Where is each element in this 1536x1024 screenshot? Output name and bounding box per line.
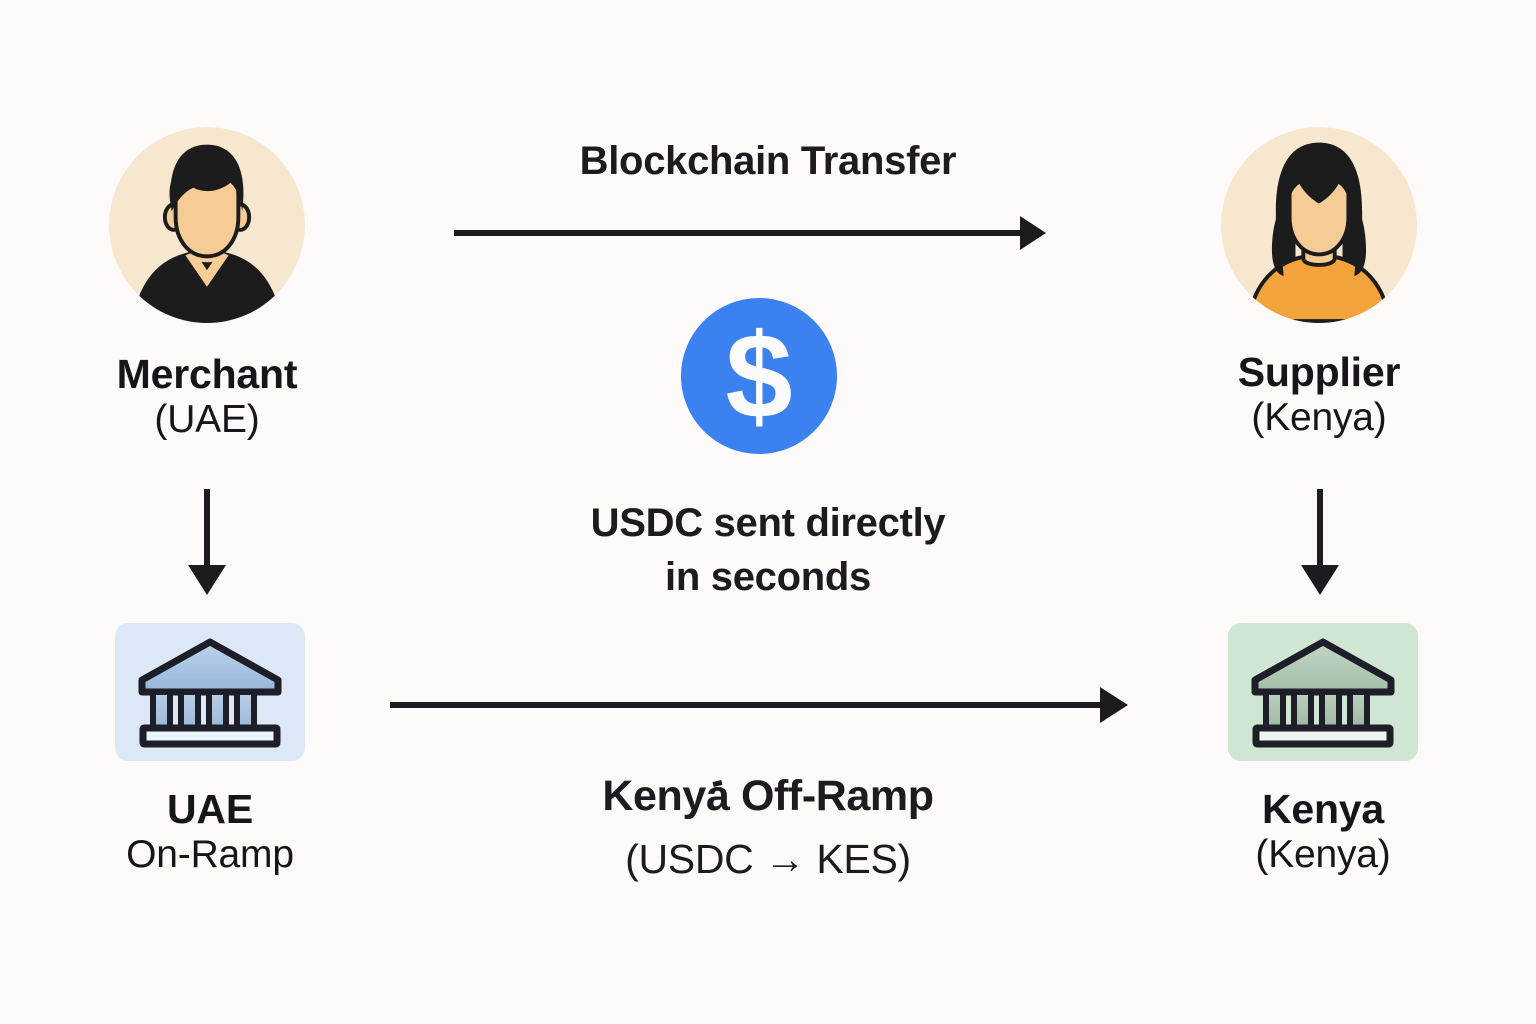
node-uae-onramp: UAE On-Ramp [115, 623, 305, 877]
uae-onramp-tile [115, 623, 305, 761]
kenya-offramp-tile [1228, 623, 1418, 761]
arrow-supplier-to-offramp [1298, 487, 1342, 599]
node-supplier: Supplier (Kenya) [1221, 127, 1417, 440]
node-kenya-offramp: Kenya (Kenya) [1228, 623, 1418, 877]
node-merchant: Merchant (UAE) [109, 127, 305, 442]
kenya-offramp-sublabel: (Kenya) [1255, 832, 1391, 876]
kenya-offramp-caption: Kenya Off-Ramp [0, 772, 1536, 822]
kenya-offramp-label-block: Kenya (Kenya) [1255, 786, 1391, 877]
usdc-to-kes-caption: (USDC → KES) [625, 836, 911, 882]
usdc-note-line2: in seconds [665, 555, 871, 599]
kenya-offramp-label: Kenya [1261, 786, 1385, 832]
merchant-sublabel: (UAE) [154, 397, 260, 441]
uae-onramp-label-block: UAE On-Ramp [126, 786, 294, 877]
kenya-offramp-caption-text: Kenya Off-Ramp [602, 772, 934, 820]
supplier-label-block: Supplier (Kenya) [1237, 349, 1401, 440]
uae-onramp-label: UAE [167, 786, 253, 832]
uae-onramp-sublabel: On-Ramp [126, 832, 294, 876]
person-female-avatar-icon [1221, 127, 1417, 323]
blockchain-transfer-label: Blockchain Transfer [579, 139, 957, 183]
dollar-coin-icon: $ [680, 297, 838, 455]
dollar-symbol: $ [726, 309, 793, 444]
supplier-label: Supplier [1237, 349, 1401, 395]
supplier-sublabel: (Kenya) [1251, 395, 1387, 439]
arrow-kenya-offramp [388, 684, 1134, 726]
bank-building-icon [138, 638, 282, 748]
merchant-label: Merchant [116, 351, 298, 397]
usdc-note-line1: USDC sent directly [590, 501, 946, 545]
person-male-avatar-icon [109, 127, 305, 323]
arrow-merchant-to-onramp [185, 487, 229, 599]
merchant-label-block: Merchant (UAE) [116, 351, 298, 442]
arrow-blockchain-transfer [452, 212, 1052, 254]
bank-building-icon [1251, 638, 1395, 748]
